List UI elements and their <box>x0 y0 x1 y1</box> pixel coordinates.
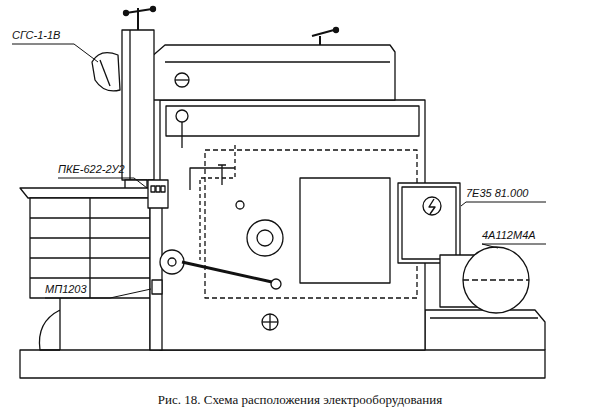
machine-column <box>300 178 390 283</box>
limit-switch <box>152 280 162 294</box>
machine-column <box>190 168 235 190</box>
machine-column <box>269 314 270 330</box>
tool-head <box>151 7 156 12</box>
leader-line <box>12 44 546 298</box>
machine-base <box>430 317 538 318</box>
machine-column <box>160 100 425 350</box>
machine-column <box>176 110 188 122</box>
part-label: ПКЕ-622-2У2 <box>58 163 125 176</box>
machine-column <box>262 314 278 330</box>
lamp-symbol <box>92 53 120 91</box>
electric-motor <box>440 247 529 313</box>
electric-motor <box>463 279 529 280</box>
machine-base <box>20 350 545 378</box>
work-table <box>182 262 272 282</box>
electric-cabinet <box>402 187 456 259</box>
work-table <box>271 279 281 289</box>
switch-box <box>156 186 160 192</box>
electric-cabinet <box>398 183 460 263</box>
tool-head <box>126 9 152 13</box>
switch-box <box>148 180 168 208</box>
machine-ram <box>165 61 390 62</box>
machine-column <box>160 100 425 350</box>
switch-box <box>151 186 155 192</box>
machine-column <box>166 106 419 136</box>
work-table <box>20 188 150 198</box>
machine-column <box>247 220 283 256</box>
leader-line <box>58 178 147 188</box>
part-label: СГС-1-1В <box>12 29 60 42</box>
work-table <box>39 298 150 350</box>
electric-motor <box>463 247 529 313</box>
leader-line <box>12 44 98 62</box>
machine-column <box>257 230 273 246</box>
machine-ram <box>334 28 339 33</box>
lamp-symbol <box>100 60 110 86</box>
work-table <box>168 258 176 266</box>
machine-ram <box>175 79 189 80</box>
work-table <box>30 198 150 298</box>
leader-line <box>482 244 546 248</box>
electric-cabinet <box>429 199 435 214</box>
part-label: МП1203 <box>45 283 87 296</box>
limit-switch <box>152 280 162 294</box>
work-table <box>89 198 90 298</box>
electric-cabinet <box>398 183 460 263</box>
electric-cabinet <box>423 197 441 215</box>
switch-box <box>161 186 165 192</box>
tool-head <box>124 11 129 16</box>
leader-line <box>461 202 546 206</box>
tool-head <box>129 30 130 180</box>
machine-column <box>200 145 235 260</box>
work-table <box>20 188 281 350</box>
part-label: 4А112М4А <box>482 229 536 242</box>
switch-box <box>148 180 168 208</box>
machine-ram <box>150 28 395 101</box>
machine-base <box>425 310 545 350</box>
machine-ram <box>175 73 189 87</box>
lamp-symbol <box>92 53 120 91</box>
part-label: 7Е35 81.000 <box>466 187 528 200</box>
tool-head <box>122 30 154 180</box>
machine-column <box>236 201 244 209</box>
work-table <box>160 250 184 274</box>
machine-column <box>205 150 417 298</box>
machine-column <box>181 122 182 148</box>
machine-ram <box>312 30 334 45</box>
machine-ram <box>150 45 395 100</box>
work-table <box>150 190 162 350</box>
figure-caption: Рис. 18. Схема расположения электрообору… <box>158 392 442 408</box>
